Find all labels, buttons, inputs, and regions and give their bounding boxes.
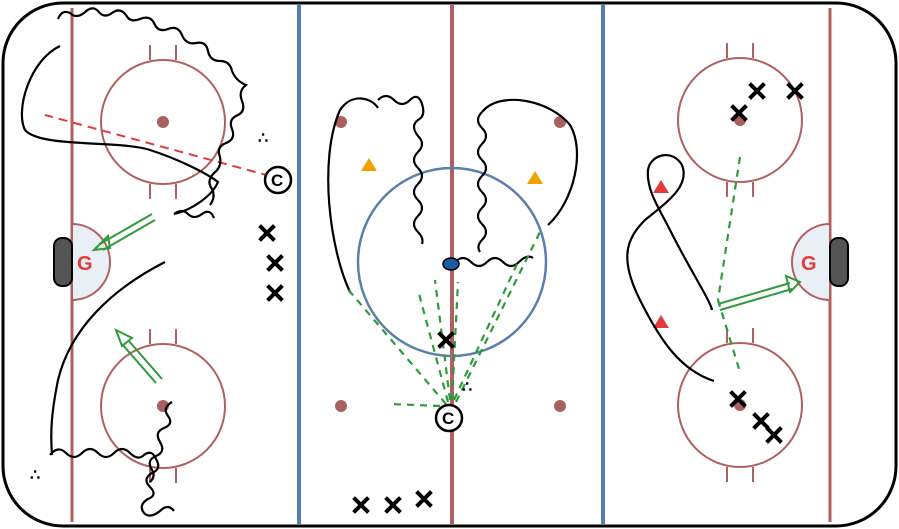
neutral-pass-lines [345, 231, 541, 408]
center-puck [442, 257, 460, 271]
bottom-players [352, 490, 433, 514]
neutral-bottom-stickhandle-path [454, 255, 534, 268]
left-lower-skate-path [50, 261, 166, 456]
neutral-dot [335, 116, 347, 128]
left-pass-arrow-upper [91, 213, 156, 252]
left-lower-stickhandle-path-2 [148, 401, 173, 483]
right-pass-arrow [717, 274, 802, 311]
neutral-right-stickhandle-path [476, 111, 488, 253]
left-net [53, 237, 73, 287]
neutral-player [437, 331, 455, 349]
orange-defender [361, 158, 377, 171]
left-goalie-label: G [77, 253, 93, 275]
left-pucks: ∴ [258, 130, 268, 147]
right-pass-line [716, 156, 742, 301]
left-coach-label: C [271, 171, 283, 190]
left-lower-stickhandle-path [49, 447, 175, 517]
neutral-coach-circle [434, 403, 464, 433]
neutral-coach-label: C [442, 409, 454, 428]
left-stickhandle-path [56, 7, 249, 206]
neutral-dot [335, 400, 347, 412]
left-skate-path [20, 45, 220, 216]
right-bottom-players [729, 390, 783, 444]
orange-defender [527, 171, 543, 184]
left-pass-arrow-lower [114, 327, 163, 384]
left-players [258, 224, 284, 302]
right-net [829, 237, 849, 287]
neutral-pucks: ∴ [462, 379, 472, 396]
left-top-faceoff-circle [100, 45, 226, 199]
neutral-right-skate-path [481, 98, 578, 226]
left-stickhandle-path-2 [173, 209, 216, 219]
neutral-left-skate-path [327, 97, 379, 293]
red-defender [653, 315, 669, 328]
neutral-left-stickhandle-path [377, 94, 425, 245]
neutral-dot [554, 400, 566, 412]
center-ice-circle [356, 166, 548, 358]
left-lower-pucks: ∴ [30, 467, 40, 484]
right-goalie-label: G [801, 253, 817, 275]
left-dashed-shot-line [44, 114, 271, 177]
right-skate-path [626, 154, 715, 383]
red-defender [653, 180, 669, 193]
left-coach-circle [263, 165, 293, 195]
right-goal-crease [791, 222, 831, 302]
right-top-players [730, 82, 804, 122]
